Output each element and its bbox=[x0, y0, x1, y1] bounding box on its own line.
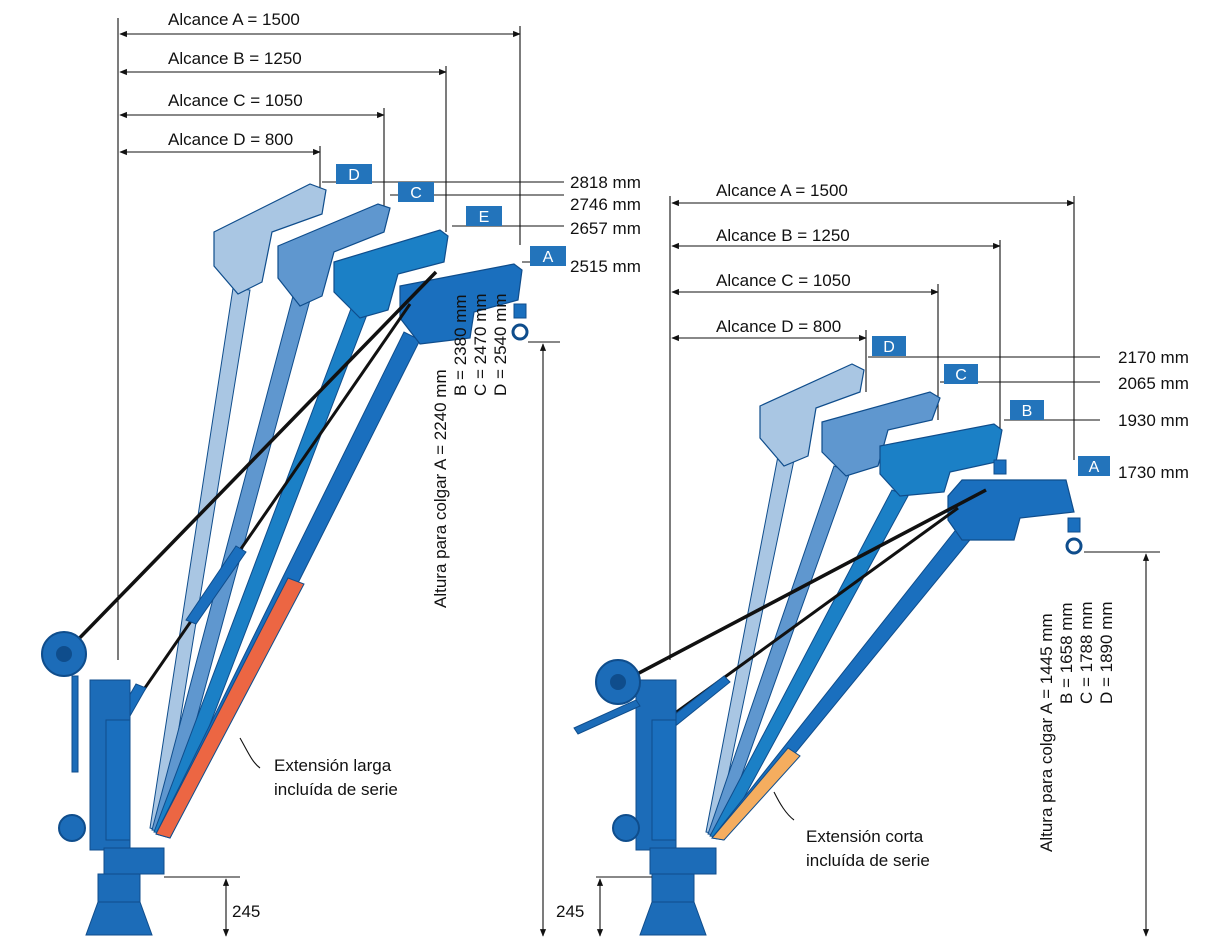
left-hang-b: B = 2380 mm bbox=[451, 294, 470, 396]
right-tag-b: B bbox=[1022, 403, 1033, 420]
left-head-d bbox=[213, 183, 327, 295]
right-hang-a: Altura para colgar A = 1445 mm bbox=[1037, 613, 1056, 852]
left-tag-a: A bbox=[543, 249, 554, 266]
left-hook-block bbox=[513, 303, 527, 319]
left-crane: Alcance A = 1500 Alcance B = 1250 Alcanc… bbox=[41, 10, 641, 937]
right-height-d: 2170 mm bbox=[1118, 348, 1189, 367]
right-reach-c-label: Alcance C = 1050 bbox=[716, 271, 851, 290]
left-tags: D C E A bbox=[336, 164, 566, 266]
right-hook-block bbox=[1067, 517, 1081, 533]
left-reach-c-label: Alcance C = 1050 bbox=[168, 91, 303, 110]
right-winch-handle bbox=[573, 699, 641, 735]
right-mast-plate bbox=[651, 719, 677, 841]
right-foot bbox=[649, 847, 717, 875]
right-hang-d: D = 1890 mm bbox=[1097, 601, 1116, 704]
right-head-d bbox=[759, 363, 865, 467]
left-head-e bbox=[333, 229, 449, 319]
right-tag-d: D bbox=[883, 339, 895, 356]
left-reach-a-label: Alcance A = 1500 bbox=[168, 10, 300, 29]
left-tag-e: E bbox=[479, 209, 490, 226]
left-reach-d-label: Alcance D = 800 bbox=[168, 130, 293, 149]
right-base-height: 245 bbox=[556, 902, 584, 921]
right-head-b bbox=[879, 423, 1003, 497]
left-hang-height-block: Altura para colgar A = 2240 mm B = 2380 … bbox=[431, 293, 510, 608]
right-height-a: 1730 mm bbox=[1118, 463, 1189, 482]
right-winch-hub bbox=[610, 674, 626, 690]
left-height-a: 2515 mm bbox=[570, 257, 641, 276]
right-crane: Alcance A = 1500 Alcance B = 1250 Alcanc… bbox=[556, 181, 1189, 937]
right-head-c bbox=[821, 391, 941, 477]
right-base bbox=[573, 659, 717, 936]
right-height-b: 1930 mm bbox=[1118, 411, 1189, 430]
right-height-c: 2065 mm bbox=[1118, 374, 1189, 393]
right-bottom-pulley bbox=[612, 814, 640, 842]
left-height-d: 2818 mm bbox=[570, 173, 641, 192]
left-head-a bbox=[399, 263, 523, 345]
left-hook-icon bbox=[511, 323, 529, 341]
left-bottom-pulley bbox=[58, 814, 86, 842]
right-hang-b: B = 1658 mm bbox=[1057, 602, 1076, 704]
right-tags: D C B A bbox=[872, 336, 1110, 476]
left-height-c: 2746 mm bbox=[570, 195, 641, 214]
left-note-line-1: Extensión larga bbox=[274, 756, 392, 775]
left-tag-c: C bbox=[410, 185, 422, 202]
left-hang-d: D = 2540 mm bbox=[491, 293, 510, 396]
left-foot bbox=[103, 847, 165, 875]
right-reach-d-label: Alcance D = 800 bbox=[716, 317, 841, 336]
right-hook-icon bbox=[1065, 537, 1083, 555]
left-extension-long bbox=[155, 577, 305, 839]
left-hang-a: Altura para colgar A = 2240 mm bbox=[431, 369, 450, 608]
left-pedestal bbox=[97, 873, 141, 903]
right-note-line-2: incluída de serie bbox=[806, 851, 930, 870]
left-boom-e bbox=[153, 305, 369, 835]
left-winch-handle bbox=[71, 675, 79, 773]
right-head-b-block bbox=[993, 459, 1007, 475]
left-base bbox=[41, 631, 165, 936]
right-note-line-1: Extensión corta bbox=[806, 827, 924, 846]
left-hang-c: C = 2470 mm bbox=[471, 293, 490, 396]
right-cables bbox=[621, 488, 987, 733]
left-height-e: 2657 mm bbox=[570, 219, 641, 238]
right-pedestal bbox=[651, 873, 695, 903]
right-hang-c: C = 1788 mm bbox=[1077, 601, 1096, 704]
right-reach-a-label: Alcance A = 1500 bbox=[716, 181, 848, 200]
right-pedestal-flare bbox=[639, 901, 707, 936]
left-note-line-2: incluída de serie bbox=[274, 780, 398, 799]
left-pedestal-flare bbox=[85, 901, 153, 936]
right-extension-short bbox=[711, 747, 801, 841]
left-reach-dimensions: Alcance A = 1500 Alcance B = 1250 Alcanc… bbox=[117, 10, 521, 660]
left-mast-plate bbox=[105, 719, 131, 841]
left-cables bbox=[62, 270, 438, 731]
left-reach-b-label: Alcance B = 1250 bbox=[168, 49, 302, 68]
right-reach-b-label: Alcance B = 1250 bbox=[716, 226, 850, 245]
left-tag-d: D bbox=[348, 167, 360, 184]
right-tag-c: C bbox=[955, 367, 967, 384]
left-head-c bbox=[277, 203, 391, 307]
right-hang-height-block: Altura para colgar A = 1445 mm B = 1658 … bbox=[1037, 601, 1116, 852]
right-tag-a: A bbox=[1089, 459, 1100, 476]
right-head-a bbox=[947, 479, 1075, 541]
left-support-strut bbox=[185, 545, 247, 625]
right-booms bbox=[705, 363, 1083, 841]
left-booms bbox=[149, 183, 529, 839]
left-base-height: 245 bbox=[232, 902, 260, 921]
left-winch-hub bbox=[56, 646, 72, 662]
